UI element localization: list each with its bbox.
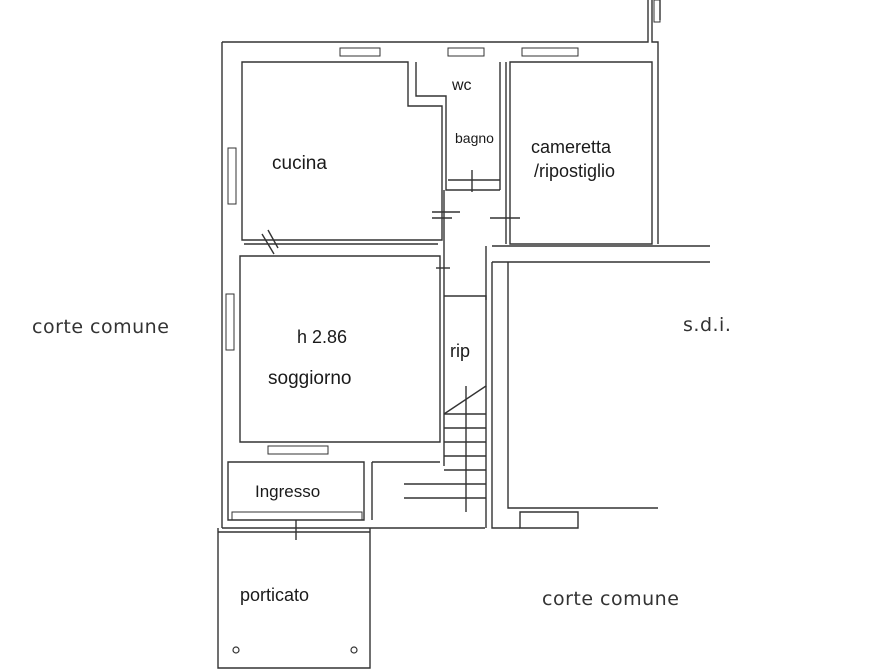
room-label-bagno: bagno xyxy=(455,130,494,146)
outer-wall xyxy=(222,0,649,43)
window-soggiorno-bottom xyxy=(267,445,329,455)
door-corridor xyxy=(432,211,460,219)
room-label-ripostiglio: /ripostiglio xyxy=(534,161,616,181)
room-label-porticato: porticato xyxy=(240,585,310,605)
outside-label-corte-left: corte comune xyxy=(32,316,170,338)
room-label-ingresso: Ingresso xyxy=(255,482,321,501)
stairs xyxy=(404,386,487,528)
rip-walls xyxy=(443,295,487,415)
window-cameretta-top xyxy=(521,47,579,57)
door-bagno xyxy=(448,170,500,192)
cameretta-walls xyxy=(509,61,653,245)
room-label-wc: wc xyxy=(452,77,472,94)
room-label-soggiorno: soggiorno xyxy=(268,368,352,389)
soggiorno-walls xyxy=(239,255,441,443)
cucina-walls xyxy=(241,61,443,241)
sdi-bottom xyxy=(519,511,579,529)
sdi-walls xyxy=(507,262,658,509)
ingresso-walls xyxy=(227,461,365,521)
outside-label-corte-bottom: corte comune xyxy=(542,588,680,610)
room-label-sdi: s.d.i. xyxy=(683,314,732,336)
room-label-cameretta: cameretta xyxy=(531,137,612,157)
sdi-outer xyxy=(491,262,520,529)
room-label-rip: rip xyxy=(450,341,471,361)
window-ingresso-bottom xyxy=(231,511,363,521)
room-label-cucina: cucina xyxy=(272,153,327,174)
bagno-walls xyxy=(415,62,500,191)
window-cucina-top xyxy=(339,47,381,57)
ceiling-height-label: h 2.86 xyxy=(297,327,348,347)
window-cucina-left xyxy=(227,147,237,205)
window-soggiorno-left xyxy=(225,293,235,351)
window-wc-top xyxy=(447,47,485,57)
right-edge-wall xyxy=(651,0,659,244)
door-cucina xyxy=(261,229,279,255)
porticato-walls xyxy=(217,528,371,669)
window-right xyxy=(653,0,661,23)
